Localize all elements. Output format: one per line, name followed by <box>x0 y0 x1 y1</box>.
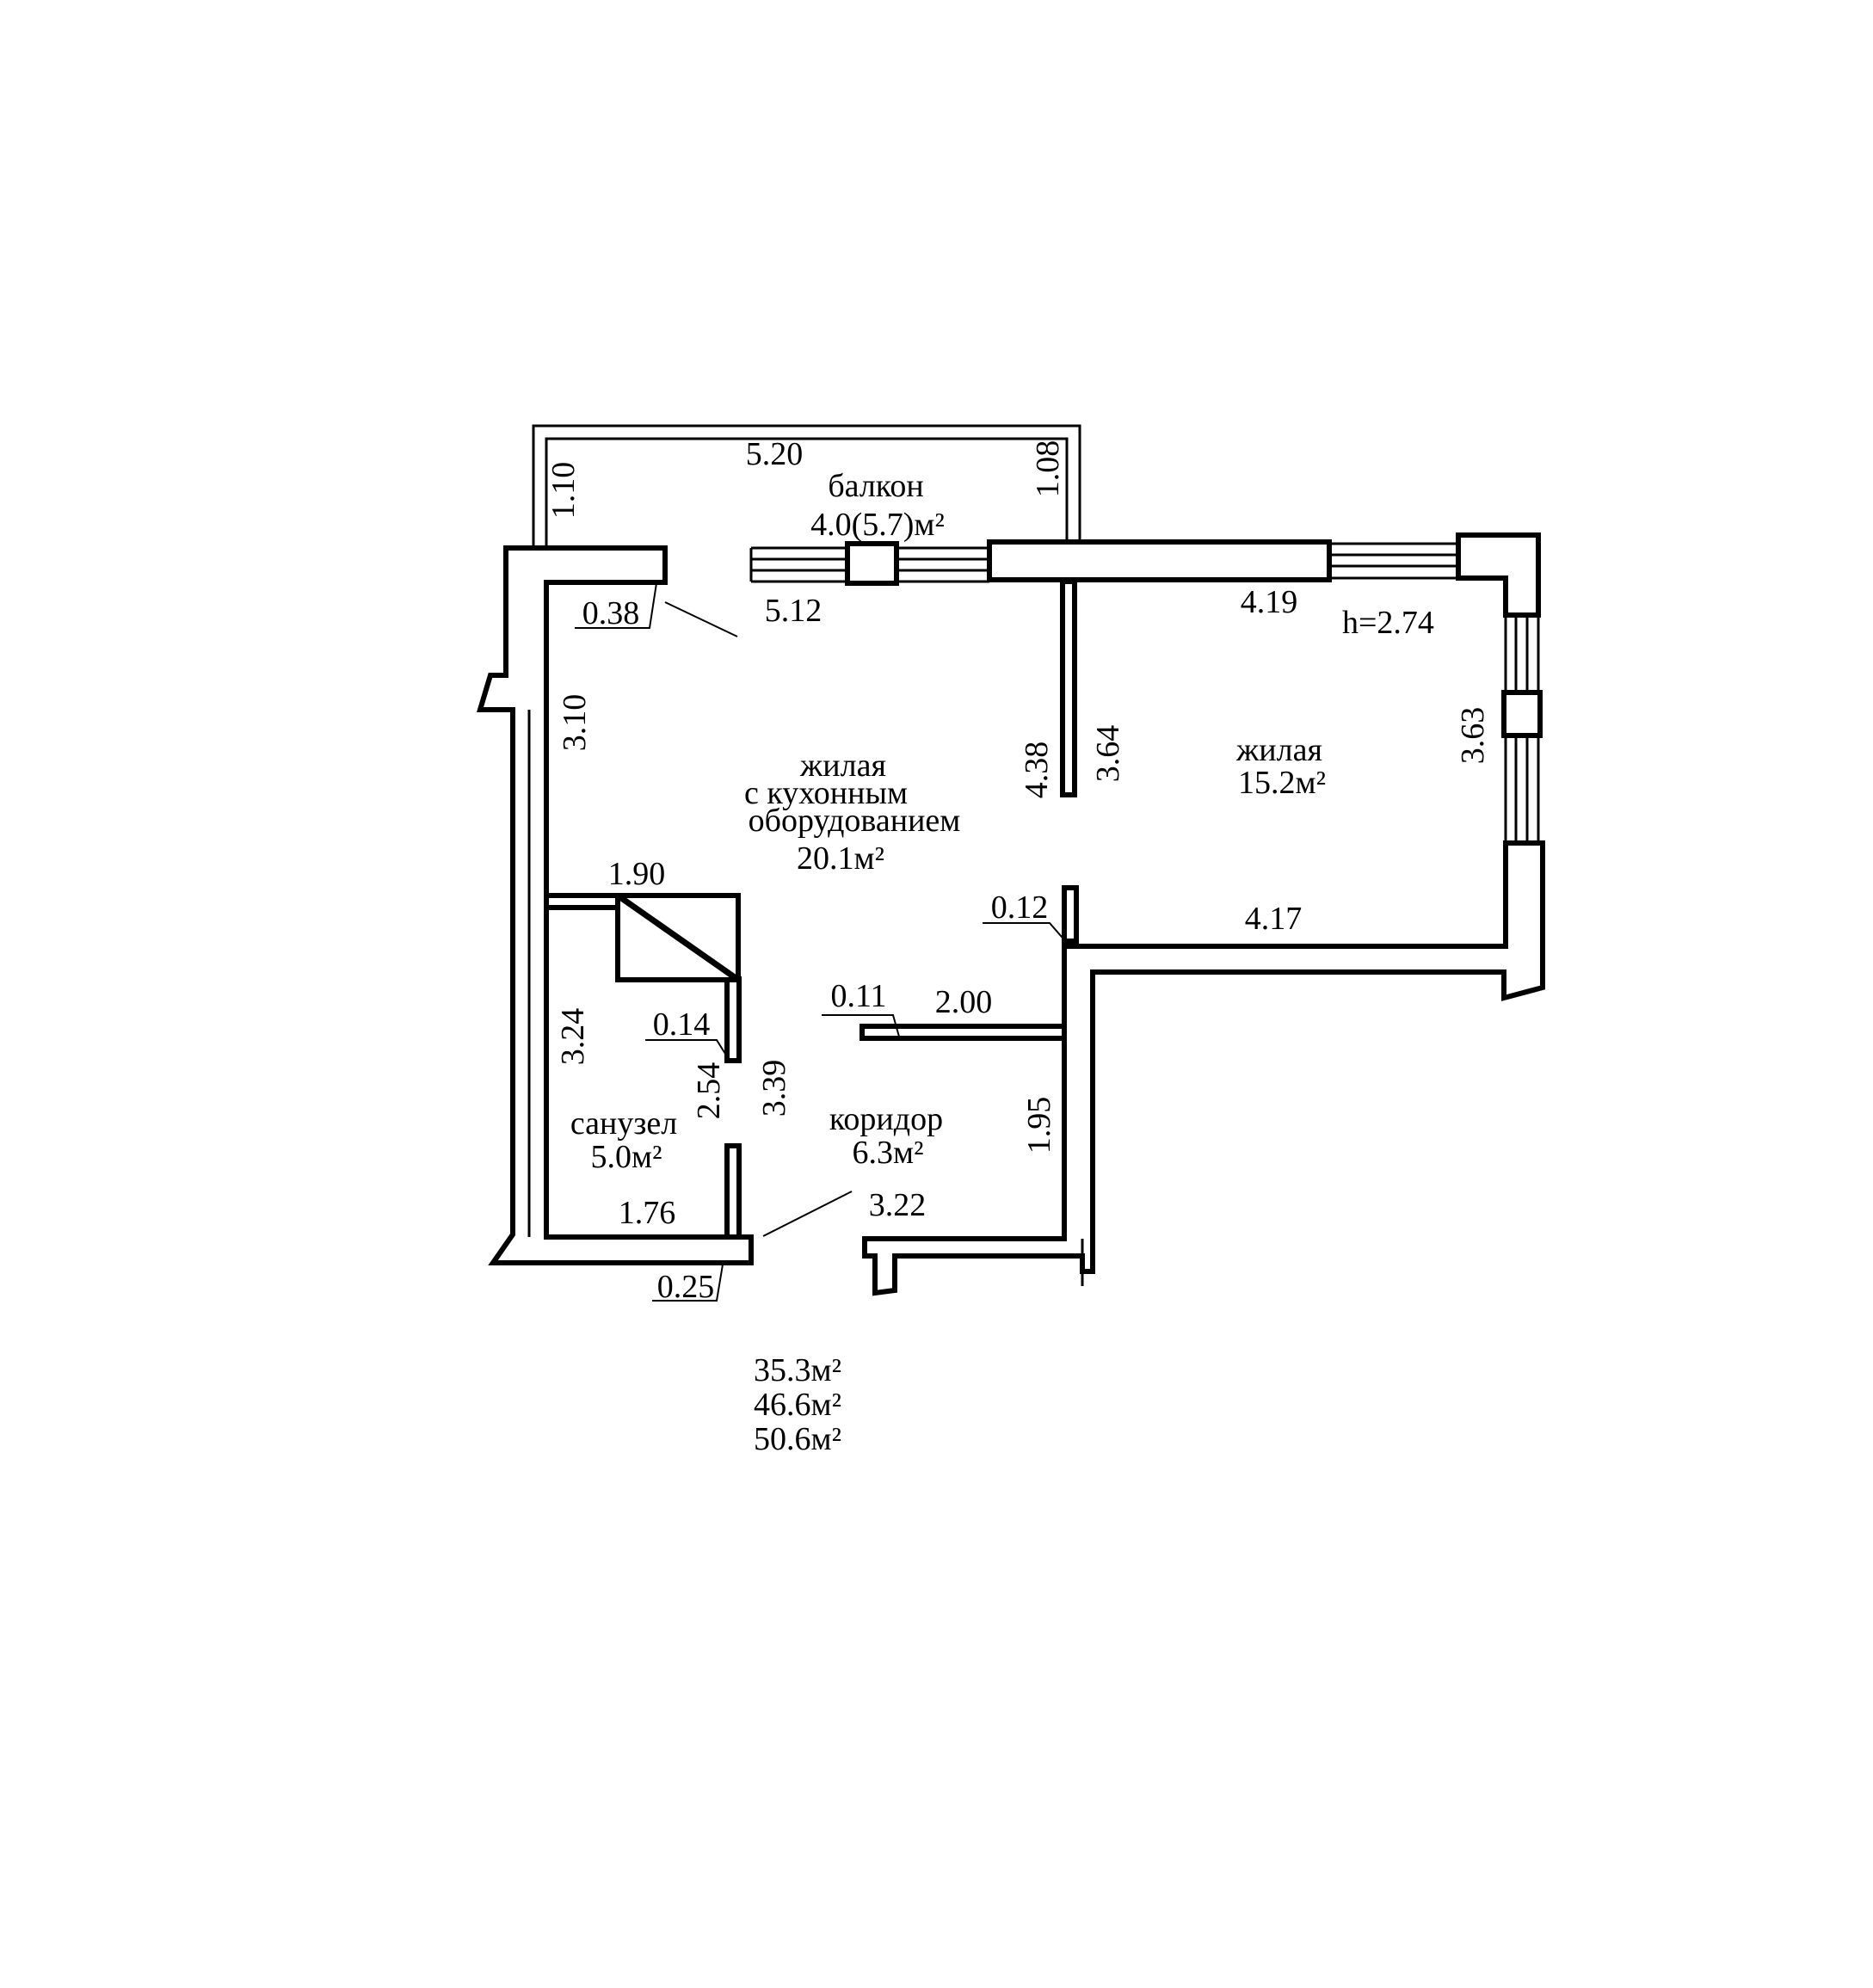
living-kitchen-line3: оборудованием <box>749 803 961 839</box>
dim-partition-438: 4.38 <box>1019 742 1055 799</box>
dim-bath-254: 2.54 <box>691 1062 727 1120</box>
window-top-right <box>1329 542 1458 580</box>
dim-corridor-322: 3.22 <box>869 1187 927 1223</box>
dim-wall-011: 0.11 <box>830 978 886 1014</box>
dim-balcony-length: 5.20 <box>746 436 804 472</box>
dim-wall-012: 0.12 <box>991 889 1049 926</box>
corridor-area: 6.3м² <box>853 1135 924 1171</box>
dim-kitchen-left: 3.10 <box>557 694 593 752</box>
total-area-2: 46.6м² <box>754 1387 841 1423</box>
corridor-name: коридор <box>829 1101 943 1137</box>
dim-wall-038: 0.38 <box>582 595 640 631</box>
dim-wall-014: 0.14 <box>653 1006 711 1043</box>
balcony-name: балкон <box>828 468 923 504</box>
dim-partition-200: 2.00 <box>935 984 993 1020</box>
window-top-left <box>749 541 989 586</box>
living-name: жилая <box>1235 732 1322 768</box>
dim-living-bottom: 4.17 <box>1245 901 1303 937</box>
dim-bath-left: 3.24 <box>555 1008 591 1066</box>
living-kitchen-area: 20.1м² <box>797 840 884 877</box>
exterior-walls <box>476 532 1545 1296</box>
interior-partitions <box>544 579 1079 1240</box>
dim-shaft-190: 1.90 <box>608 856 666 892</box>
dim-bath-339: 3.39 <box>756 1060 792 1117</box>
ceiling-height: h=2.74 <box>1342 605 1434 641</box>
total-area-3: 50.6м² <box>754 1421 841 1457</box>
window-right <box>1501 615 1543 843</box>
leader-lines <box>575 582 1068 1302</box>
bathroom-area: 5.0м² <box>591 1139 662 1175</box>
dim-partition-364: 3.64 <box>1090 725 1126 783</box>
bathroom-name: санузел <box>570 1105 677 1142</box>
dim-corridor-195: 1.95 <box>1021 1097 1057 1154</box>
living-kitchen-line1: жилая <box>799 748 886 784</box>
dim-balcony-left: 1.10 <box>545 462 582 520</box>
balcony-area: 4.0(5.7)м² <box>810 507 945 543</box>
living-area: 15.2м² <box>1238 765 1326 801</box>
dim-balcony-right: 1.08 <box>1030 440 1066 498</box>
dim-living-top: 4.19 <box>1241 584 1298 620</box>
dim-living-right: 3.63 <box>1455 707 1491 765</box>
ventilation-shaft <box>615 893 741 982</box>
balcony-outline <box>532 424 1081 546</box>
living-kitchen-line2: с кухонным <box>744 775 908 811</box>
total-area-1: 35.3м² <box>754 1352 841 1388</box>
dim-bath-bottom: 1.76 <box>619 1195 676 1231</box>
dim-kitchen-top: 5.12 <box>765 593 823 629</box>
dim-wall-025: 0.25 <box>657 1269 715 1305</box>
